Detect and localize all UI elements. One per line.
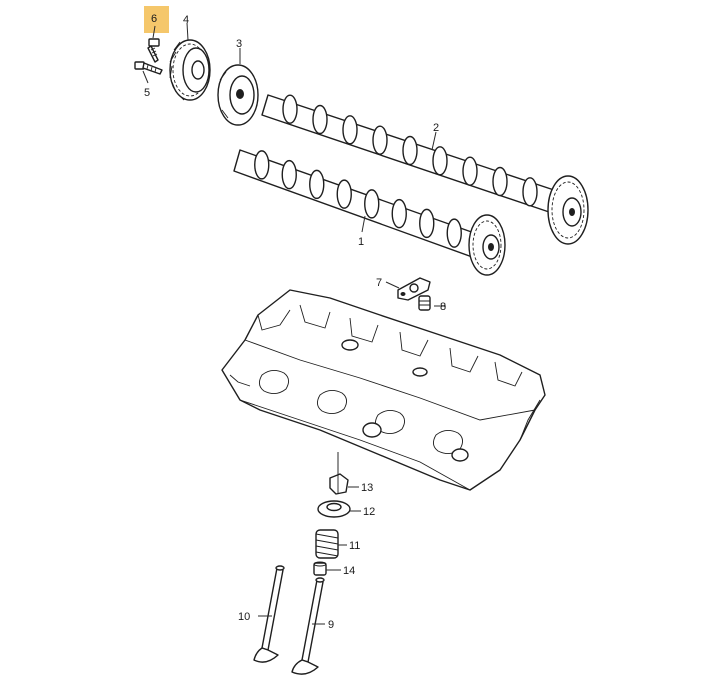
callout-11: 11 [349, 540, 360, 552]
callout-7: 7 [376, 277, 382, 289]
camshaft-1 [233, 149, 506, 276]
valve-9 [291, 577, 325, 675]
sprocket-4 [169, 39, 211, 101]
cam-lobe [372, 125, 388, 155]
callout-8: 8 [440, 301, 446, 313]
cam-lobe [391, 198, 407, 229]
cam-lobe [282, 94, 298, 124]
callout-5: 5 [144, 87, 150, 99]
callout-1: 1 [358, 236, 364, 248]
cam-lobe [492, 166, 508, 197]
valve-stem-seal-14 [313, 561, 327, 576]
callout-10: 10 [238, 611, 250, 623]
bolt-6 [147, 38, 160, 63]
intake-port-outline [317, 390, 347, 414]
bolt-5 [134, 61, 163, 75]
callout-14: 14 [343, 565, 355, 577]
callout-3: 3 [236, 38, 242, 50]
valve-10 [253, 565, 285, 663]
cam-lobe [281, 159, 297, 190]
callout-9: 9 [328, 619, 334, 631]
leader-lines [142, 22, 446, 625]
adjuster-plate-3 [217, 64, 259, 126]
cam-lobe [402, 135, 418, 166]
cam-lobe [419, 208, 435, 239]
valve-keeper-13 [329, 473, 349, 495]
roller-finger-7 [397, 277, 431, 301]
callout-6-highlight [144, 6, 169, 33]
callout-4: 4 [183, 14, 189, 26]
cam-lobe [254, 150, 270, 180]
cam-lobe [364, 189, 380, 219]
callout-13: 13 [361, 482, 373, 494]
cam-lobe [336, 179, 352, 209]
cam-lobe [342, 115, 358, 145]
valve-spring-11 [315, 529, 339, 559]
callout-2: 2 [433, 122, 439, 134]
cylinder-head [221, 289, 546, 491]
intake-port-outline [259, 370, 289, 394]
spring-retainer-12 [317, 500, 351, 518]
callout-6: 6 [151, 13, 157, 25]
callout-labels: 6 4 3 5 2 1 7 8 13 12 11 14 10 9 [144, 13, 446, 631]
cam-lobe [462, 156, 478, 186]
cam-lobe [309, 169, 325, 200]
cam-lobe [522, 177, 538, 207]
cam-lobe [312, 104, 328, 135]
cam-lobe [432, 146, 448, 176]
camshaft-2 [261, 94, 589, 245]
cam-lobe [446, 218, 462, 248]
hydraulic-element-8 [418, 295, 431, 311]
callout-12: 12 [363, 506, 375, 518]
